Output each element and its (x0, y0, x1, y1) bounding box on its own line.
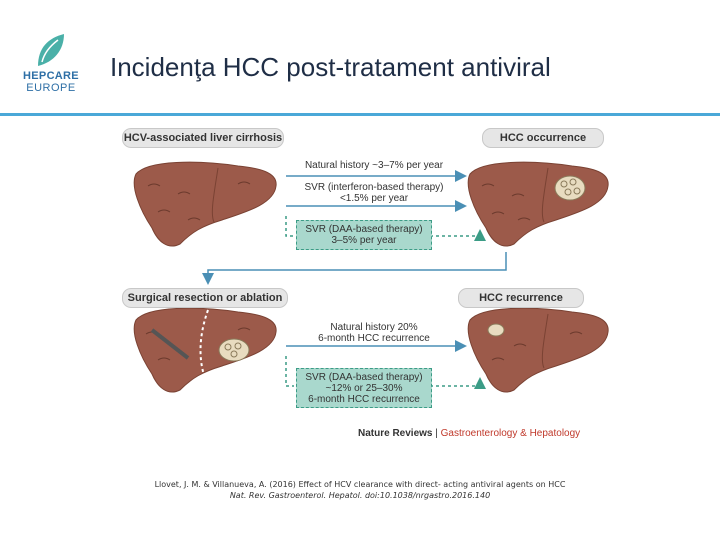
label-hcc-occurrence: HCC occurrence (482, 128, 604, 148)
credit-journal: Gastroenterology & Hepatology (440, 428, 581, 439)
bottom-natural-history-line1: Natural history 20% (330, 322, 418, 333)
bottom-svr-line1: SVR (DAA-based therapy) (305, 372, 423, 383)
top-svr-daa-box: SVR (DAA-based therapy) 3–5% per year (296, 220, 432, 250)
citation: Llovet, J. M. & Villanueva, A. (2016) Ef… (150, 479, 570, 501)
top-svr-daa-line1: SVR (DAA-based therapy) (305, 224, 423, 235)
credit-publisher: Nature Reviews (358, 428, 433, 439)
top-svr-daa-line2: 3–5% per year (331, 235, 397, 246)
label-liver-cirrhosis: HCV-associated liver cirrhosis (122, 128, 284, 148)
liver-resection-illustration (133, 307, 277, 393)
leaf-icon (38, 34, 64, 66)
liver-recurrence-illustration (467, 307, 609, 393)
citation-line2: Nat. Rev. Gastroenterol. Hepatol. doi:10… (229, 491, 491, 500)
liver-hcc-illustration (467, 161, 609, 247)
liver-cirrhosis-illustration (133, 161, 277, 247)
bottom-natural-history-line2: 6-month HCC recurrence (318, 333, 430, 344)
credit-separator: | (432, 428, 441, 439)
figure-credit: Nature Reviews | Gastroenterology & Hepa… (358, 428, 580, 439)
label-surgical-resection: Surgical resection or ablation (122, 288, 288, 308)
label-hcc-recurrence: HCC recurrence (458, 288, 584, 308)
top-svr-interferon-line2: <1.5% per year (339, 193, 409, 204)
bottom-svr-line2: ~12% or 25–30% (325, 383, 403, 394)
slide-title: Incidenţa HCC post-tratament antiviral (110, 52, 551, 82)
bottom-svr-daa-box: SVR (DAA-based therapy) ~12% or 25–30% 6… (296, 368, 432, 408)
logo-text-line1: HEPCARE (23, 70, 79, 82)
bottom-svr-line3: 6-month HCC recurrence (308, 394, 420, 405)
top-natural-history: Natural history ~3–7% per year (304, 160, 444, 171)
tumor-nodule (554, 175, 586, 201)
title-divider (0, 113, 720, 116)
hcc-diagram: HCV-associated liver cirrhosis HCC occur… (118, 124, 610, 442)
citation-line1: Llovet, J. M. & Villanueva, A. (2016) Ef… (154, 480, 566, 489)
logo-text-line2: EUROPE (26, 82, 76, 94)
hepcare-logo: HEPCARE EUROPE (16, 32, 86, 94)
diagram-graphics (133, 161, 609, 393)
scalpel-illustration (150, 328, 190, 360)
top-svr-interferon-line1: SVR (interferon-based therapy) (304, 182, 444, 193)
